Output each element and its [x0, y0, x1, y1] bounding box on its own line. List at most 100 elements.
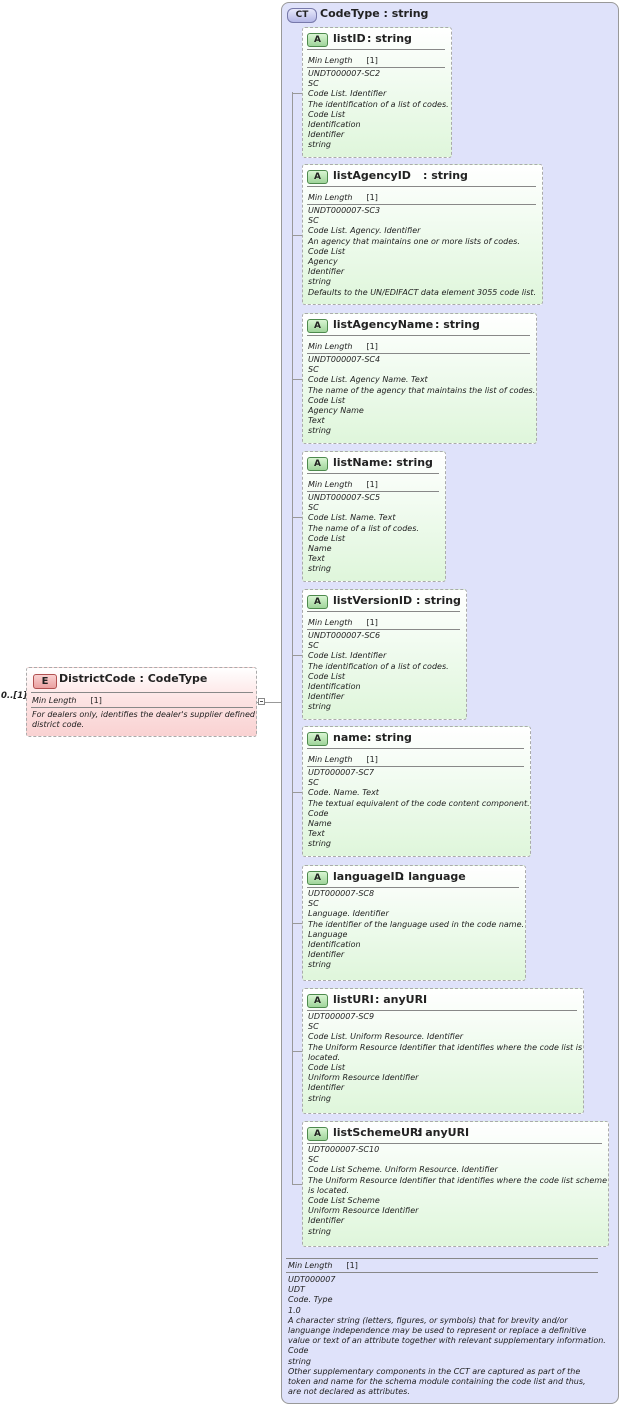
attribute-connector	[292, 1184, 302, 1185]
attribute-tree-line	[292, 92, 293, 1184]
doc-line: string	[288, 1356, 311, 1366]
attribute-facet: Min Length [1]	[308, 618, 378, 627]
doc-line: Code List. Agency Name. Text	[308, 375, 428, 385]
doc-line: Code List	[308, 1063, 346, 1073]
divider	[307, 353, 530, 354]
doc-line: Code. Name. Text	[308, 788, 379, 798]
attribute-name: listAgencyID	[333, 169, 411, 182]
doc-line: UDT000007-SC8	[308, 889, 375, 898]
attribute-type: : string	[423, 169, 468, 182]
facet-label: Min Length	[308, 618, 353, 627]
doc-line: Code List. Agency. Identifier	[308, 226, 421, 236]
attribute-type: : anyURI	[417, 1126, 470, 1139]
doc-line: 1.0	[288, 1305, 301, 1315]
doc-line: Code	[308, 808, 329, 818]
attribute-badge: A	[307, 457, 328, 471]
doc-line: SC	[308, 1155, 319, 1165]
facet-value: [1]	[90, 696, 102, 705]
attribute-badge: A	[307, 732, 328, 746]
doc-line: string	[308, 960, 331, 970]
doc-line: Identification	[308, 682, 361, 692]
element-facet: Min Length[1]	[32, 696, 102, 705]
doc-line: Agency Name	[308, 406, 364, 416]
attribute-type: : string	[367, 731, 412, 744]
complex-type-badge: CT	[287, 8, 317, 23]
doc-line: UDT000007-SC9	[308, 1012, 375, 1021]
attribute-facet: Min Length[1]	[308, 480, 378, 489]
divider	[31, 707, 253, 708]
divider	[307, 629, 460, 630]
doc-line: Identifier	[308, 1083, 345, 1093]
doc-line: The identification of a list of codes.	[308, 99, 449, 109]
attribute-type: : anyURI	[375, 993, 428, 1006]
doc-line: SC	[308, 216, 319, 226]
complex-type-title: CodeType : string	[320, 7, 429, 20]
attribute-facet: Min Length[1]	[308, 193, 378, 202]
doc-line: string	[308, 1226, 331, 1236]
doc-line: Language. Identifier	[308, 909, 389, 919]
facet-label: Min Length	[308, 56, 353, 65]
doc-line: The name of a list of codes.	[308, 523, 419, 533]
doc-line: string	[308, 1093, 331, 1103]
attribute-type: : string	[435, 318, 480, 331]
doc-line: Code List. Uniform Resource. Identifier	[308, 1032, 464, 1042]
attribute-name: name	[333, 731, 368, 744]
divider	[307, 1010, 577, 1011]
doc-line: SC	[308, 1022, 319, 1032]
attribute-type: : language	[400, 870, 466, 883]
divider	[307, 186, 536, 187]
doc-line: Name	[308, 819, 332, 829]
attribute-badge: A	[307, 595, 328, 609]
element-title: DistrictCode : CodeType	[59, 672, 208, 685]
collapse-icon[interactable]	[258, 698, 265, 705]
attribute-type: : string	[388, 456, 433, 469]
attribute-type: : string	[416, 594, 461, 607]
doc-line: Language	[308, 929, 348, 939]
doc-line: The Uniform Resource Identifier that ide…	[308, 1042, 583, 1052]
divider	[307, 473, 439, 474]
doc-line: is located.	[308, 1185, 350, 1195]
doc-line: SC	[308, 641, 319, 651]
attribute-badge: A	[307, 994, 328, 1008]
divider	[307, 491, 439, 492]
attribute-badge: A	[307, 170, 328, 184]
doc-line: are not declared as attributes.	[288, 1387, 410, 1397]
doc-line: string	[308, 702, 331, 712]
facet-label: Min Length	[308, 342, 353, 351]
divider	[307, 611, 460, 612]
doc-line: SC	[308, 365, 319, 375]
doc-line: Code List	[308, 395, 346, 405]
doc-line: The Uniform Resource Identifier that ide…	[308, 1175, 607, 1185]
divider	[307, 67, 445, 68]
doc-line: string	[308, 564, 331, 574]
facet-value: [1]	[366, 618, 378, 627]
attribute-connector	[292, 792, 302, 793]
divider	[307, 748, 524, 749]
attribute-name: listVersionID	[333, 594, 413, 607]
doc-line: Code List	[308, 246, 346, 256]
doc-line: Code. Type	[288, 1295, 333, 1305]
attribute-type: : string	[367, 32, 412, 45]
doc-line: Text	[308, 416, 325, 426]
attribute-connector	[292, 923, 302, 924]
doc-line: Code List Scheme. Uniform Resource. Iden…	[308, 1165, 498, 1175]
element-doc: For dealers only, identifies the dealer'…	[32, 710, 255, 730]
doc-line: A character string (letters, figures, or…	[288, 1315, 568, 1325]
element-box-districtcode[interactable]: E DistrictCode : CodeType Min Length[1] …	[26, 667, 257, 737]
attribute-name: listID	[333, 32, 366, 45]
doc-line: Code List. Name. Text	[308, 513, 396, 523]
doc-line: Defaults to the UN/EDIFACT data element …	[308, 287, 537, 297]
